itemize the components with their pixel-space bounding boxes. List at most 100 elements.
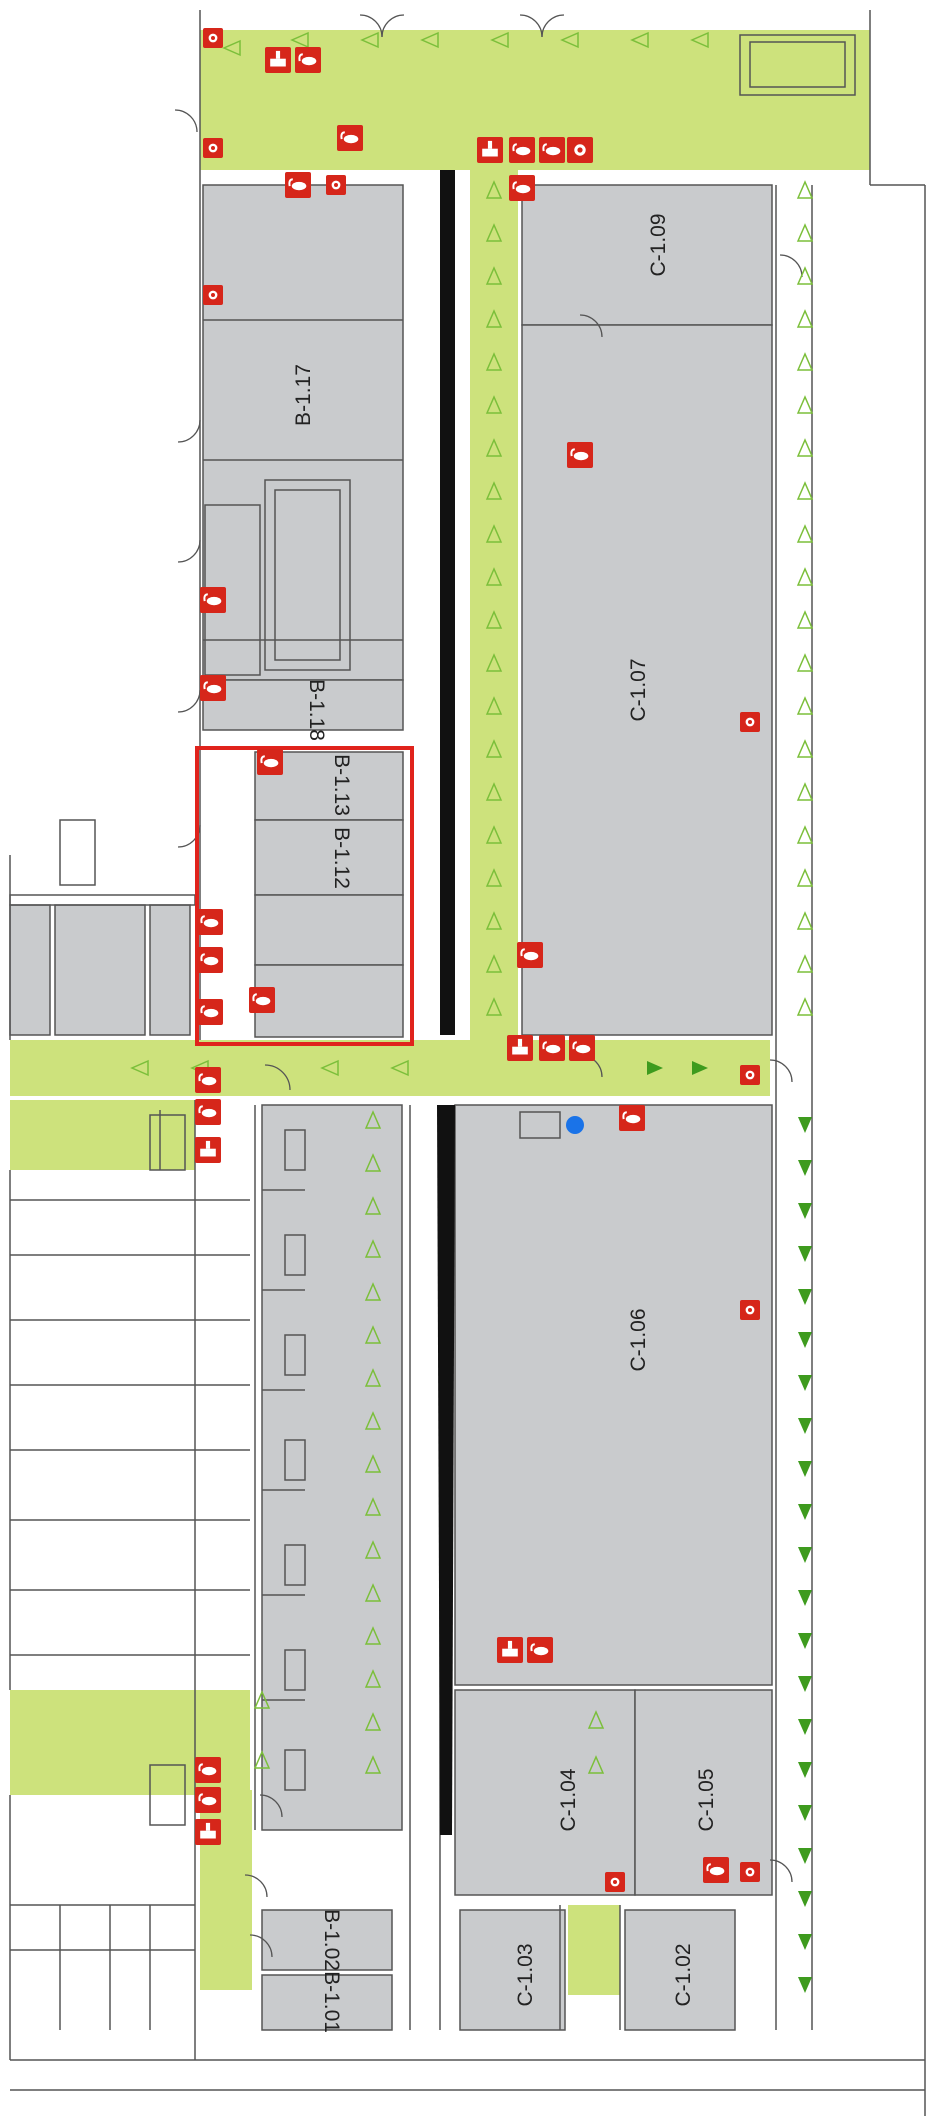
fire-alarm-button-icon	[567, 137, 593, 163]
fire-extinguisher-icon	[703, 1857, 729, 1883]
fire-extinguisher-icon	[295, 47, 321, 73]
evacuation-arrow-icon	[796, 309, 814, 328]
evacuation-arrow-icon	[485, 696, 503, 715]
fire-extinguisher-icon	[567, 442, 593, 468]
evacuation-arrow-icon	[796, 610, 814, 629]
evacuation-arrow-icon	[587, 1710, 605, 1729]
room-label-b102: B-1.02	[320, 1909, 343, 1971]
corridors	[10, 30, 870, 1995]
room-label-c103: C-1.03	[514, 1943, 537, 2006]
evacuation-arrow-icon	[290, 31, 309, 49]
evacuation-arrow-filled-icon	[798, 1203, 812, 1219]
evacuation-arrow-filled-icon	[798, 1977, 812, 1993]
evacuation-arrow-filled-icon	[798, 1418, 812, 1434]
evacuation-arrow-filled-icon	[798, 1891, 812, 1907]
fire-extinguisher-icon	[569, 1035, 595, 1061]
evacuation-arrow-icon	[796, 481, 814, 500]
evacuation-arrow-icon	[485, 180, 503, 199]
evacuation-arrow-icon	[485, 997, 503, 1016]
fire-extinguisher-icon	[509, 137, 535, 163]
room-labels: B-1.17 B-1.18 B-1.13 B-1.12 B-1.02 B-1.0…	[292, 213, 718, 2032]
fire-alarm-button-icon	[740, 1300, 760, 1320]
room-b101	[261, 1974, 393, 2031]
evacuation-arrow-filled-icon	[798, 1117, 812, 1133]
evacuation-arrow-icon	[364, 1540, 382, 1559]
evacuation-arrow-icon	[796, 524, 814, 543]
fire-extinguisher-icon	[195, 1757, 221, 1783]
fire-alarm-button-icon	[740, 1065, 760, 1085]
highlighted-area	[195, 746, 414, 1046]
fire-hose-reel-icon	[195, 1819, 221, 1845]
evacuation-arrow-icon	[485, 481, 503, 500]
fire-extinguisher-icon	[200, 587, 226, 613]
fire-extinguisher-icon	[539, 137, 565, 163]
fire-alarm-button-icon	[740, 1862, 760, 1882]
evacuation-arrow-icon	[364, 1454, 382, 1473]
heavy-walls	[437, 170, 455, 1835]
evacuation-arrow-filled-icon	[798, 1676, 812, 1692]
room-b118	[202, 679, 404, 731]
evacuation-arrow-icon	[796, 696, 814, 715]
fire-extinguisher-icon	[337, 125, 363, 151]
evacuation-arrow-icon	[485, 309, 503, 328]
evacuation-arrow-filled-icon	[798, 1848, 812, 1864]
fire-extinguisher-icon	[197, 909, 223, 935]
blue-position-marker	[566, 1116, 584, 1134]
room-label-b118: B-1.18	[305, 679, 328, 741]
room-label-c107: C-1.07	[627, 658, 650, 721]
evacuation-arrow-icon	[390, 1059, 409, 1077]
evacuation-arrow-icon	[364, 1196, 382, 1215]
cross-corridor	[10, 1040, 770, 1096]
fire-extinguisher-icon	[197, 947, 223, 973]
evacuation-arrow-icon	[485, 610, 503, 629]
evacuation-arrow-icon	[222, 39, 241, 57]
evacuation-arrow-filled-icon	[798, 1547, 812, 1563]
evacuation-arrow-icon	[485, 782, 503, 801]
evacuation-arrow-filled-icon	[798, 1590, 812, 1606]
evacuation-arrow-filled-icon	[798, 1289, 812, 1305]
west-room-c	[149, 904, 191, 1036]
room-label-c102: C-1.02	[672, 1943, 695, 2006]
evacuation-arrow-icon	[364, 1755, 382, 1774]
room-b117	[202, 184, 404, 681]
evacuation-arrow-icon	[485, 352, 503, 371]
north-east-stair-landing	[740, 30, 870, 170]
fire-alarm-button-icon	[740, 712, 760, 732]
evacuation-arrow-filled-icon	[798, 1762, 812, 1778]
fire-hose-reel-icon	[195, 1137, 221, 1163]
evacuation-arrow-icon	[364, 1497, 382, 1516]
evacuation-arrow-icon	[485, 395, 503, 414]
evacuation-arrow-icon	[490, 31, 509, 49]
room-c102	[624, 1909, 736, 2031]
evacuation-arrow-icon	[360, 31, 379, 49]
evacuation-arrow-filled-icon	[647, 1061, 663, 1075]
room-c104	[454, 1689, 636, 1896]
evacuation-arrow-icon	[485, 825, 503, 844]
evacuation-arrow-icon	[485, 954, 503, 973]
evacuation-arrow-icon	[796, 782, 814, 801]
evacuation-arrow-icon	[364, 1669, 382, 1688]
evacuation-arrow-icon	[485, 911, 503, 930]
evacuation-arrow-icon	[796, 352, 814, 371]
room-label-c106: C-1.06	[627, 1308, 650, 1371]
fire-hose-reel-icon	[477, 137, 503, 163]
fire-extinguisher-icon	[200, 675, 226, 701]
west-room-a	[9, 904, 51, 1036]
evacuation-arrow-icon	[364, 1282, 382, 1301]
fire-alarm-button-icon	[203, 28, 223, 48]
room-label-b101: B-1.01	[320, 1971, 343, 2033]
evacuation-arrow-filled-icon	[798, 1160, 812, 1176]
room-label-c104: C-1.04	[557, 1768, 580, 1831]
fire-alarm-button-icon	[605, 1872, 625, 1892]
room-b-long	[261, 1104, 403, 1831]
fire-extinguisher-icon	[197, 999, 223, 1025]
room-b111	[254, 894, 404, 966]
fire-extinguisher-icon	[195, 1787, 221, 1813]
room-label-c105: C-1.05	[695, 1768, 718, 1831]
fire-extinguisher-icon	[527, 1637, 553, 1663]
evacuation-arrow-filled-icon	[798, 1246, 812, 1262]
evacuation-arrow-icon	[560, 31, 579, 49]
room-b110	[254, 964, 404, 1038]
evacuation-arrow-icon	[364, 1712, 382, 1731]
